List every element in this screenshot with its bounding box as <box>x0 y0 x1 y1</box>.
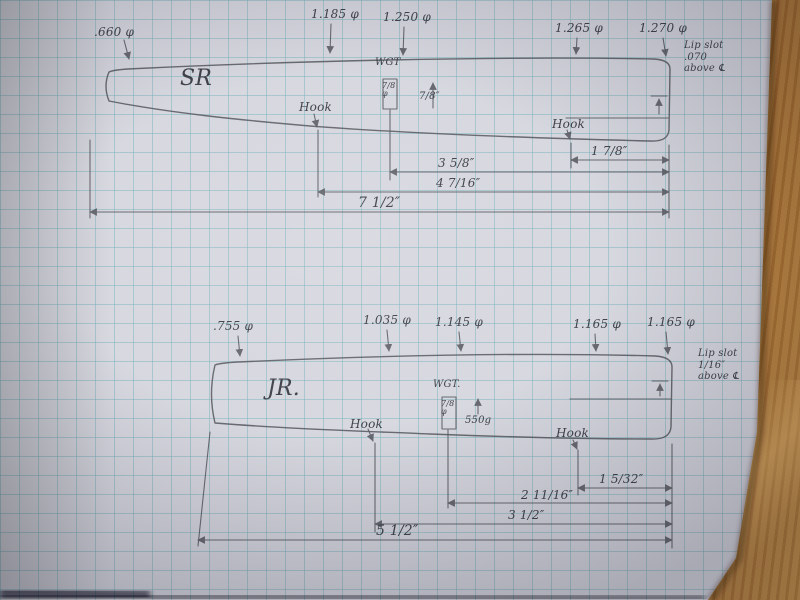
sr-wgt-dia: 7/8 φ <box>382 81 396 99</box>
sr-dia-tip: .660 φ <box>94 25 135 39</box>
sr-outline <box>105 57 671 142</box>
jr-dia-end: 1.165 φ <box>647 315 695 329</box>
sr-dia-end: 1.270 φ <box>639 21 687 35</box>
jr-hook-1: Hook <box>350 417 383 431</box>
jr-sketch <box>197 329 673 549</box>
sr-dim-wgt-end: 3 5/8″ <box>438 156 475 170</box>
sr-title: SR <box>180 66 213 91</box>
sr-hook-2: Hook <box>552 117 585 131</box>
sr-weight-hole <box>382 78 398 110</box>
jr-dia-2: 1.035 φ <box>363 313 411 327</box>
sr-hook-1: Hook <box>299 100 332 114</box>
jr-title: JR. <box>267 376 300 401</box>
sr-depth: 7/8″ <box>419 91 440 102</box>
sr-dim-overall: 7 1/2″ <box>358 195 401 211</box>
jr-dim-hook2-end: 1 5/32″ <box>599 472 644 486</box>
sr-leader-arrows <box>123 23 669 140</box>
jr-leader-arrows <box>235 329 672 450</box>
paper-corner-shadow <box>0 585 151 600</box>
paper-edge-shadow <box>708 0 778 600</box>
sr-lip-slot-note: Lip slot .070 above ℄ <box>684 40 725 74</box>
sr-dim-hook2-end: 1 7/8″ <box>591 144 628 158</box>
jr-hook-2: Hook <box>556 426 589 440</box>
sr-wgt-label: WGT <box>375 57 401 68</box>
jr-dim-overall: 5 1/2″ <box>376 523 419 539</box>
sr-sketch <box>89 23 671 219</box>
jr-weight: 550g <box>465 415 492 426</box>
jr-weight-hole <box>441 396 457 430</box>
jr-extension-lines <box>197 429 673 549</box>
jr-dim-wgt-end: 2 11/16″ <box>521 488 574 502</box>
jr-wgt-label: WGT. <box>433 379 461 390</box>
sr-dim-hook1-end: 4 7/16″ <box>436 176 481 190</box>
jr-lip-slot-note: Lip slot 1/16″ above ℄ <box>698 348 739 382</box>
sr-dimension-lines <box>89 156 670 216</box>
jr-wgt-dia: 7/8 φ <box>441 399 455 417</box>
jr-dia-3: 1.145 φ <box>435 315 483 329</box>
sr-dia-2: 1.185 φ <box>311 7 359 21</box>
jr-dim-hook1-end: 3 1/2″ <box>508 508 545 522</box>
jr-outline <box>210 353 673 440</box>
jr-dimension-lines <box>197 484 673 544</box>
jr-dia-4: 1.165 φ <box>573 317 621 331</box>
jr-dia-tip: .755 φ <box>213 319 254 333</box>
sr-dia-4: 1.265 φ <box>555 21 603 35</box>
sr-dia-3: 1.250 φ <box>383 10 431 24</box>
